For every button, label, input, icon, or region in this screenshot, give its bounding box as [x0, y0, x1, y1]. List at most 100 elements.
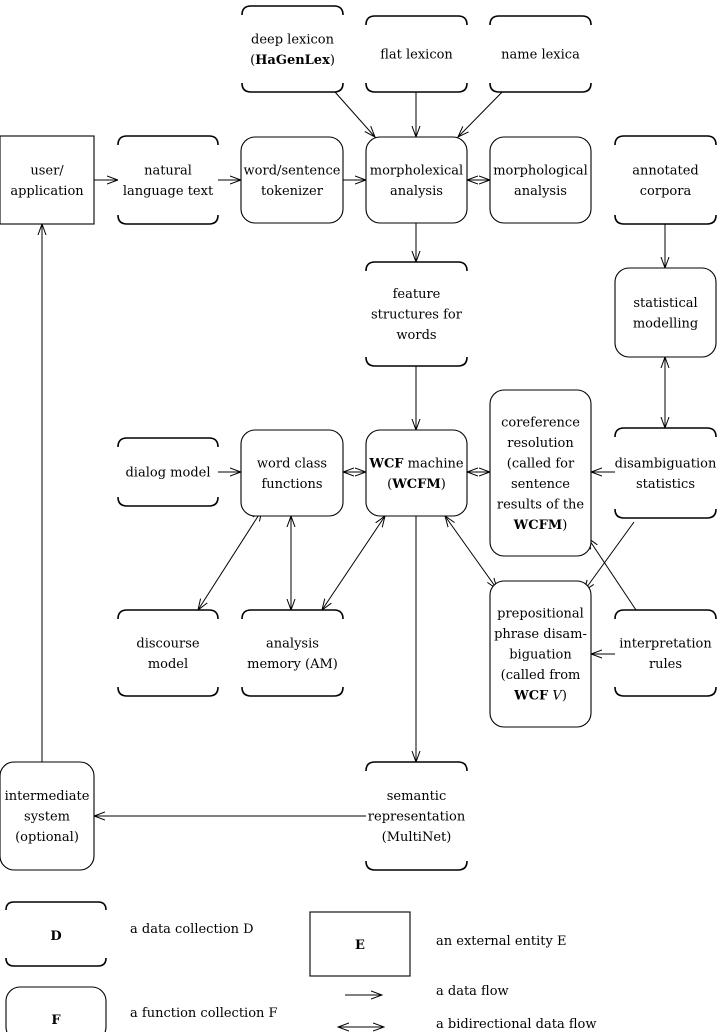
legend-data-symbol [6, 902, 106, 966]
analysis-memory-cap-bottom [241, 686, 344, 697]
feature-structures-cap-bottom [365, 356, 468, 367]
edge-disambiguation-statistics-to-prepositional-phrase-disambiguation [584, 521, 635, 591]
natural-language-text-cap-top [117, 135, 219, 146]
morphological-analysis-label-line: morphological [493, 163, 588, 178]
legend-bidir-text: a bidirectional data flow [436, 1017, 596, 1032]
name-lexica-bg [490, 16, 591, 92]
name-lexica-cap-bottom [489, 82, 592, 93]
natural-language-text-cap-bottom [117, 214, 219, 225]
discourse-model-label-line: discourse [136, 636, 200, 651]
prepositional-phrase-disambiguation-label-line: phrase disam- [494, 627, 587, 642]
natural-language-text-label-line: natural [144, 163, 192, 178]
deep-lexicon-cap-top [241, 5, 344, 16]
deep-lexicon-label-line: deep lexicon [251, 32, 335, 47]
node-morphological-analysis: morphological analysis [489, 136, 592, 224]
prepositional-phrase-disambiguation-label-line: WCF V) [513, 689, 567, 704]
prepositional-phrase-disambiguation-label-line: (called from [501, 668, 581, 683]
semantic-representation-label-line: semantic [387, 789, 446, 804]
node-annotated-corpora: annotated corpora [614, 135, 717, 225]
node-wcf-machine: WCF machine (WCFM) [365, 429, 468, 517]
node-name-lexica: name lexica [489, 15, 592, 93]
feature-structures-label-line: words [396, 328, 436, 343]
node-user-application: user/application [0, 135, 95, 225]
edge-name-lexica-to-morpholexical-analysis [458, 83, 511, 137]
disambiguation-statistics-cap-top [614, 427, 717, 438]
dialog-model-cap-top [117, 437, 219, 448]
nodes: user/application natural language text word… [0, 5, 717, 871]
annotated-corpora-bg [615, 136, 716, 224]
legend: D a data collection D F a function colle… [5, 901, 596, 1032]
annotated-corpora-label-line: annotated [632, 163, 699, 178]
edge-interpretation-rules-to-coreference-resolution [588, 538, 637, 611]
deep-lexicon-label-line: (HaGenLex) [250, 53, 335, 68]
edge-wcf-machine-to-prepositional-phrase-disambiguation [445, 516, 497, 589]
edges [42, 83, 665, 816]
edge-word-class-functions-to-discourse-model [198, 510, 262, 610]
legend-entity-text: an external entity E [436, 934, 566, 949]
disambiguation-statistics-cap-bottom [614, 508, 717, 519]
coreference-resolution-label-line: WCFM) [513, 518, 568, 533]
wcf-machine-label-line: WCF machine [368, 456, 464, 471]
dialog-model-label-line: dialog model [125, 466, 210, 481]
semantic-representation-label-line: (MultiNet) [382, 830, 452, 845]
coreference-resolution-box [489, 389, 592, 557]
annotated-corpora-cap-top [614, 135, 717, 146]
analysis-memory-label-line: analysis [266, 636, 319, 651]
analysis-memory-bg [242, 610, 343, 696]
morpholexical-analysis-label-line: analysis [390, 184, 443, 199]
deep-lexicon-bg [242, 6, 343, 92]
wcf-machine-box [365, 429, 468, 517]
statistical-modelling-label-line: modelling [633, 316, 698, 331]
morphological-analysis-label-line: analysis [514, 184, 567, 199]
discourse-model-cap-bottom [117, 686, 219, 697]
edge-wcf-machine-to-analysis-memory [322, 516, 385, 610]
natural-language-text-label-line: language text [123, 184, 214, 199]
prepositional-phrase-disambiguation-box [489, 580, 592, 728]
interpretation-rules-bg [615, 610, 716, 696]
disambiguation-statistics-bg [615, 428, 716, 518]
feature-structures-label-line: feature [393, 287, 441, 302]
legend-data-symbol-label: D [50, 929, 61, 944]
statistical-modelling-label-line: statistical [633, 296, 697, 311]
deep-lexicon-cap-bottom [241, 82, 344, 93]
node-analysis-memory: analysis memory (AM) [241, 609, 344, 697]
intermediate-system-box [0, 761, 95, 871]
discourse-model-cap-top [117, 609, 219, 620]
word-class-functions-box [240, 429, 344, 517]
analysis-memory-label-line: memory (AM) [247, 657, 338, 672]
dialog-model-bg [118, 438, 218, 506]
node-statistical-modelling: statistical modelling [614, 267, 717, 358]
flat-lexicon-bg [366, 16, 467, 92]
intermediate-system-label-line: system [24, 810, 70, 825]
legend-function-symbol [5, 986, 107, 1032]
node-deep-lexicon: deep lexicon (HaGenLex) [241, 5, 344, 93]
morpholexical-analysis-label-line: morpholexical [370, 163, 463, 178]
word-sentence-tokenizer-box [240, 136, 344, 224]
disambiguation-statistics-label-line: disambiguation [615, 456, 717, 471]
user-application-label-line: user/ [30, 163, 64, 178]
annotated-corpora-cap-bottom [614, 214, 717, 225]
morpholexical-analysis-box [365, 136, 468, 224]
coreference-resolution-label-line: results of the [497, 497, 585, 512]
prepositional-phrase-disambiguation-label-line: prepositional [497, 607, 584, 622]
user-application-label-line: application [10, 184, 84, 199]
interpretation-rules-label-line: interpretation [619, 636, 712, 651]
name-lexica-cap-top [489, 15, 592, 26]
coreference-resolution-label-line: resolution [507, 436, 574, 451]
word-class-functions-label-line: functions [261, 477, 322, 492]
wcf-machine-label-line: (WCFM) [387, 477, 446, 492]
node-disambiguation-statistics: disambiguation statistics [614, 427, 717, 519]
coreference-resolution-label-line: sentence [511, 477, 570, 492]
word-class-functions-label-line: word class [257, 456, 327, 471]
intermediate-system-label-line: intermediate [5, 789, 90, 804]
discourse-model-bg [118, 610, 218, 696]
disambiguation-statistics-label-line: statistics [636, 477, 695, 492]
annotated-corpora-label-line: corpora [640, 184, 692, 199]
name-lexica-label-line: name lexica [501, 48, 580, 63]
